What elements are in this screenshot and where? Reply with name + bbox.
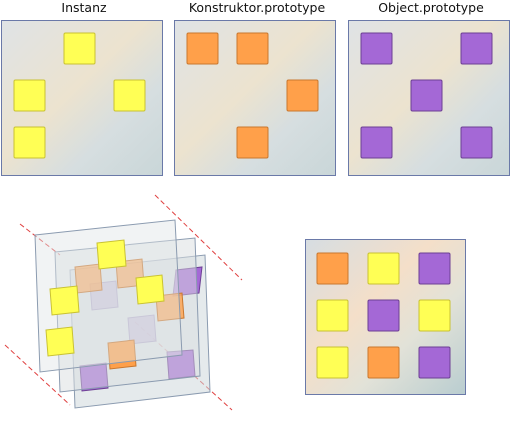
result-cell	[367, 252, 400, 285]
panel-title-konstruktor-prototype: Konstruktor.prototype	[188, 0, 326, 15]
result-cell	[367, 299, 400, 332]
panel-title-instanz: Instanz	[61, 0, 107, 15]
layer-instanz-cell	[45, 326, 75, 357]
panel-cell	[13, 79, 46, 112]
result-cell	[316, 299, 349, 332]
panel-cell	[13, 126, 46, 159]
panel-cell	[113, 79, 146, 112]
panel-1	[1, 20, 163, 176]
panel-cell	[460, 32, 493, 65]
stacked-layers	[4, 194, 243, 411]
result-cell	[316, 252, 349, 285]
layer-instanz-cell	[96, 239, 127, 270]
result-cell	[316, 346, 349, 379]
layer-instanz-cell	[49, 285, 80, 316]
result-cell	[418, 299, 451, 332]
panel-2	[174, 20, 336, 176]
result-cell	[418, 252, 451, 285]
panel-cell	[286, 79, 319, 112]
result-panel	[305, 239, 466, 395]
layer-instanz-cell	[135, 274, 165, 305]
panel-cell	[410, 79, 443, 112]
guide-line	[154, 194, 243, 281]
panel-cell	[236, 126, 269, 159]
result-cell	[367, 346, 400, 379]
result-cell	[418, 346, 451, 379]
panel-cell	[460, 126, 493, 159]
panel-title-object-prototype: Object.prototype	[378, 0, 484, 15]
panel-cell	[236, 32, 269, 65]
layer-konstruktor-prototype-cell	[74, 263, 103, 294]
panel-cell	[63, 32, 96, 65]
guide-line	[19, 223, 61, 256]
panel-cell	[360, 126, 393, 159]
panel-cell	[186, 32, 219, 65]
panel-3	[348, 20, 510, 176]
panel-cell	[360, 32, 393, 65]
guide-line	[4, 344, 71, 406]
